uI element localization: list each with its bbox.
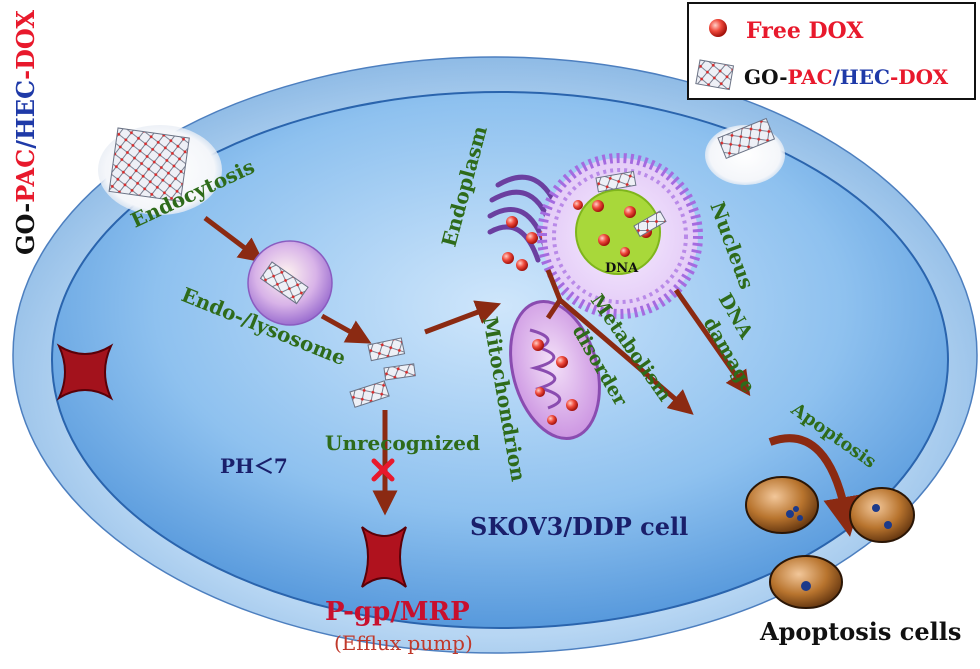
- efflux-pump-icon: [56, 343, 114, 401]
- cell-inner-membrane: [51, 91, 949, 629]
- red-x-icon: [371, 458, 395, 482]
- legend-complex: GO-PAC/HEC-DOX: [744, 65, 949, 89]
- arrow-dna-damage: [673, 288, 751, 397]
- graphene-sheet-icon: [349, 380, 390, 408]
- graphene-sheet-icon: [259, 261, 309, 305]
- graphene-sheet-icon: [367, 337, 406, 362]
- graphene-sheet-icon: [595, 170, 637, 193]
- graphene-sheet-icon: [633, 210, 667, 238]
- apoptotic-cell: [745, 476, 819, 534]
- label-ph: PH＜7: [220, 454, 288, 478]
- label-apoptosis-cells: Apoptosis cells: [759, 617, 961, 646]
- arrow-to-organelles: [424, 300, 502, 335]
- graphene-sheet-icon: [695, 59, 735, 91]
- graphene-sheet-icon: [717, 117, 776, 160]
- branch-to-mitochondrion: [545, 298, 563, 320]
- red-sphere-icon: [709, 19, 727, 37]
- graphene-sheet-icon: [108, 127, 190, 202]
- efflux-pump-icon: [359, 523, 409, 591]
- left-label-complex: GO-PAC/HEC-DOX: [11, 10, 40, 255]
- label-pump: P-gp/MRP: [325, 597, 470, 627]
- label-cell-name: SKOV3/DDP cell: [470, 512, 688, 541]
- label-unrecognized: Unrecognized: [325, 431, 480, 455]
- mitochondrion-cristae: [529, 328, 562, 410]
- graphene-sheet-icon: [383, 363, 416, 381]
- arrow-lysosome-release: [320, 313, 372, 344]
- free-dox-cluster: [532, 339, 578, 425]
- legend-box: [687, 2, 976, 100]
- free-dox-cluster: [573, 200, 652, 257]
- arrow-endocytosis: [203, 216, 264, 263]
- label-pump-sub: (Efflux pump): [334, 631, 473, 655]
- label-dna: DNA: [605, 261, 639, 276]
- arrow-apoptosis: [768, 434, 863, 537]
- apoptotic-cell: [849, 487, 915, 543]
- legend-free-dox: Free DOX: [746, 18, 864, 44]
- apoptotic-cell: [769, 555, 843, 609]
